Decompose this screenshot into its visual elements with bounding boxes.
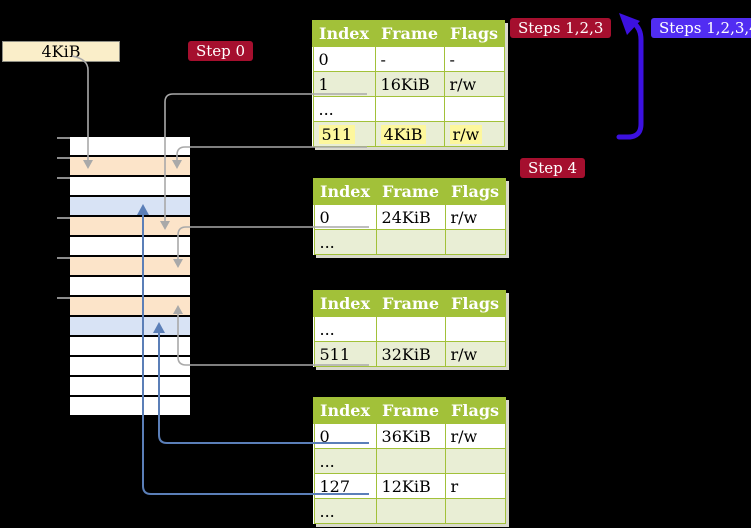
recursive-loop-arrow (616, 18, 644, 140)
col-header-flags: Flags (444, 397, 507, 424)
cell-flags (444, 315, 506, 342)
cell-index: 0 (313, 422, 377, 449)
memory-page-row-blue (70, 317, 190, 337)
step0-badge: Step 0 (188, 41, 254, 61)
steps1234-badge: Steps 1,2,3,4 (651, 18, 751, 38)
table-row: ... (313, 315, 506, 342)
cell-flags: r/w (443, 71, 505, 97)
memory-page-row-white (70, 277, 190, 297)
table-header-row: Index Frame Flags (311, 20, 506, 47)
table-row: 0 - - (312, 45, 505, 72)
table-header-row: Index Frame Flags (312, 178, 507, 205)
cell-flags (444, 448, 506, 474)
cell-flags (444, 498, 506, 524)
col-header-index: Index (312, 178, 378, 205)
memory-page-row-orange (70, 157, 190, 177)
cell-frame: 12KiB (375, 473, 446, 499)
cell-frame (375, 315, 446, 342)
cell-index: 127 (313, 473, 377, 499)
cell-frame: 4KiB (374, 121, 445, 147)
cell-flags (443, 96, 505, 122)
cell-frame (375, 229, 446, 255)
cell-flags (444, 229, 506, 255)
memory-page-row-white (70, 137, 190, 157)
cell-flags: r (444, 473, 506, 499)
cell-index: 511 (313, 341, 377, 367)
connector-l4-entry511-to-4kib (176, 146, 367, 160)
col-header-frame: Frame (375, 178, 447, 205)
memory-page-row-white (70, 377, 190, 397)
cell-frame: 16KiB (374, 71, 445, 97)
physical-memory-column (70, 137, 190, 417)
cell-index: 1 (312, 71, 376, 97)
cell-frame: 32KiB (375, 341, 446, 367)
col-header-frame: Frame (375, 290, 447, 317)
table-row-recursive-entry: 511 4KiB r/w (312, 121, 505, 147)
steps123-badge: Steps 1,2,3 (510, 18, 612, 38)
memory-page-row-white (70, 357, 190, 377)
memory-page-row-white (70, 397, 190, 417)
cell-flags: r/w (443, 121, 505, 147)
table-row: ... (313, 498, 506, 524)
memory-page-row-white (70, 177, 190, 197)
highlighted-value: 4KiB (380, 124, 426, 144)
cell-index: ... (312, 96, 376, 122)
cell-index: 0 (313, 203, 377, 230)
table-row: 1 16KiB r/w (312, 71, 505, 97)
table-row: 127 12KiB r (313, 473, 506, 499)
cell-frame: 36KiB (375, 422, 446, 449)
page-table-level1: Index Frame Flags 0 36KiB r/w ... 127 12… (312, 397, 507, 524)
table-row: 511 32KiB r/w (313, 341, 506, 367)
page-table-level4: Index Frame Flags 0 - - 1 16KiB r/w ... … (311, 20, 506, 147)
page-size-label: 4KiB (2, 41, 120, 62)
memory-page-row-orange (70, 297, 190, 317)
highlighted-value: r/w (449, 124, 483, 144)
cell-index: 511 (312, 121, 376, 147)
highlighted-value: 511 (318, 124, 356, 144)
cell-frame: - (374, 45, 445, 72)
col-header-index: Index (312, 290, 378, 317)
col-header-index: Index (312, 397, 378, 424)
cell-flags: r/w (444, 341, 506, 367)
table-row: 0 36KiB r/w (313, 422, 506, 449)
page-table-level3: Index Frame Flags 0 24KiB r/w ... (312, 178, 507, 255)
recursive-loop-arrowhead-icon (619, 13, 640, 35)
memory-page-row-orange (70, 257, 190, 277)
col-header-frame: Frame (375, 397, 447, 424)
cell-frame (374, 96, 445, 122)
col-header-flags: Flags (443, 20, 506, 47)
cell-index: ... (313, 498, 377, 524)
table-header-row: Index Frame Flags (312, 397, 507, 424)
cell-index: ... (313, 315, 377, 342)
table-row: 0 24KiB r/w (313, 203, 506, 230)
table-row: ... (313, 448, 506, 474)
page-table-level2: Index Frame Flags ... 511 32KiB r/w (312, 290, 507, 367)
step4-badge: Step 4 (520, 158, 586, 178)
memory-address-ticks (57, 137, 70, 299)
col-header-index: Index (311, 20, 377, 47)
col-header-flags: Flags (444, 178, 507, 205)
cell-index: ... (313, 448, 377, 474)
cell-frame (375, 448, 446, 474)
cell-flags: - (443, 45, 505, 72)
table-row: ... (313, 229, 506, 255)
memory-page-row-orange (70, 217, 190, 237)
table-header-row: Index Frame Flags (312, 290, 507, 317)
memory-page-row-white (70, 337, 190, 357)
memory-page-row-blue (70, 197, 190, 217)
col-header-flags: Flags (444, 290, 507, 317)
table-row: ... (312, 96, 505, 122)
memory-page-row-white (70, 237, 190, 257)
cell-frame (375, 498, 446, 524)
col-header-frame: Frame (374, 20, 446, 47)
cell-flags: r/w (444, 422, 506, 449)
cell-index: ... (313, 229, 377, 255)
cell-index: 0 (312, 45, 376, 72)
cell-flags: r/w (444, 203, 506, 230)
cell-frame: 24KiB (375, 203, 446, 230)
